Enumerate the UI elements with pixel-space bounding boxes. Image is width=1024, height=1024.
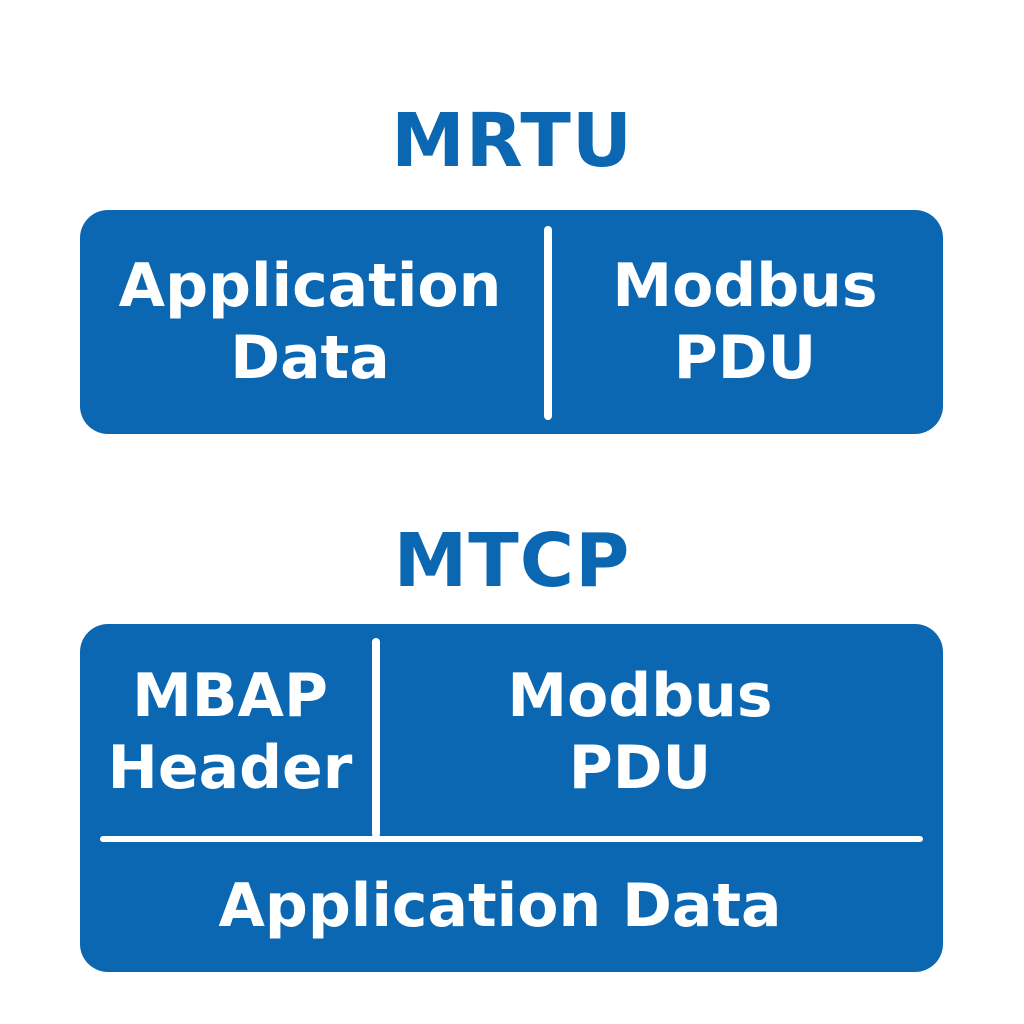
mrtu-modbus-pdu-cell: Modbus PDU [580,250,910,394]
mtcp-modbus-pdu-line1: Modbus [507,661,773,731]
mtcp-application-data-label: Application Data [218,871,782,941]
mrtu-modbus-pdu-line2: PDU [673,323,817,393]
mrtu-modbus-pdu-line1: Modbus [612,251,878,321]
mrtu-vertical-divider [544,226,552,420]
mtcp-mbap-header-line2: Header [107,733,353,803]
mrtu-application-data-cell: Application Data [100,250,520,394]
mrtu-application-data-line1: Application [118,251,502,321]
mtcp-mbap-header-line1: MBAP [132,661,328,731]
mtcp-horizontal-divider [100,836,923,842]
mtcp-modbus-pdu-cell: Modbus PDU [460,660,820,804]
mtcp-application-data-cell: Application Data [80,864,920,948]
mrtu-frame-box: Application Data Modbus PDU [80,210,943,434]
mtcp-frame-box: MBAP Header Modbus PDU Application Data [80,624,943,972]
mrtu-application-data-line2: Data [230,323,390,393]
mtcp-title: MTCP [393,518,631,604]
mrtu-title: MRTU [391,98,633,184]
mtcp-vertical-divider [372,638,380,838]
mtcp-mbap-header-cell: MBAP Header [90,660,370,804]
mtcp-modbus-pdu-line2: PDU [568,733,712,803]
